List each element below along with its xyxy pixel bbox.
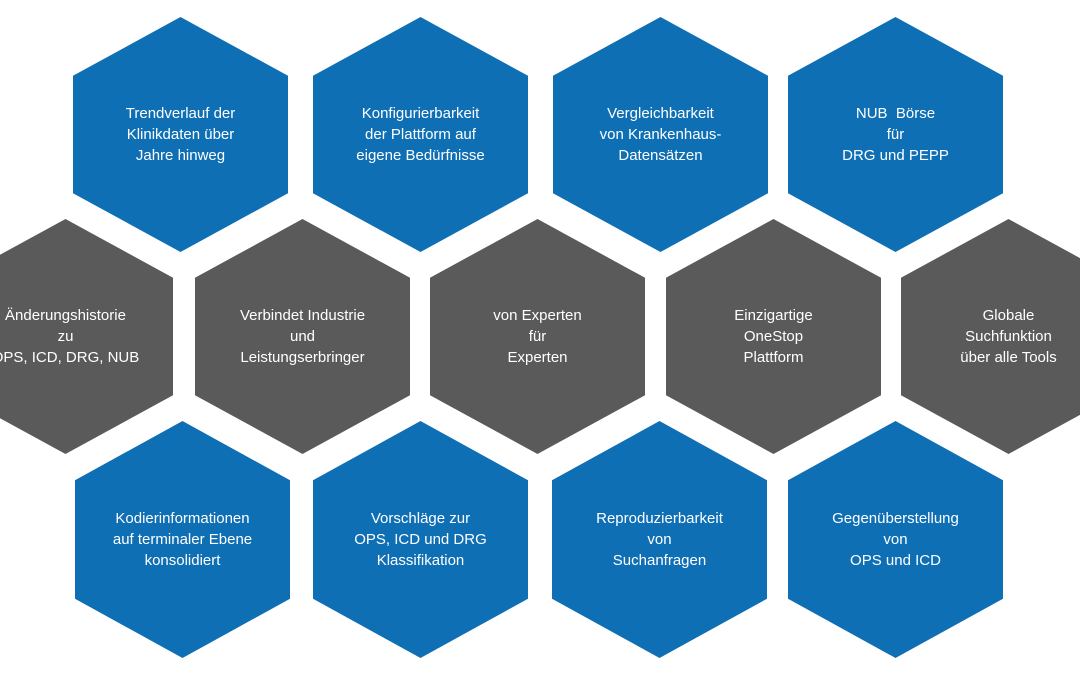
hexagon-label: Reproduzierbarkeit von Suchanfragen xyxy=(596,510,723,569)
hexagon-label: Änderungshistorie zu OPS, ICD, DRG, NUB xyxy=(0,307,140,366)
hexagon-label: Vergleichbarkeit von Krankenhaus- Datens… xyxy=(599,105,722,164)
hexagon-vergleichbarkeit: Vergleichbarkeit von Krankenhaus- Datens… xyxy=(553,17,768,252)
hexagon-konfigurierbarkeit: Konfigurierbarkeit der Plattform auf eig… xyxy=(313,17,528,252)
hexagon-onestop-plattform: Einzigartige OneStop Plattform xyxy=(666,219,881,454)
hexagon-nub-boerse: NUB Börse für DRG und PEPP xyxy=(788,17,1003,252)
hexagon-aenderungshistorie: Änderungshistorie zu OPS, ICD, DRG, NUB xyxy=(0,219,173,454)
hexagon-verbindet-industrie: Verbindet Industrie und Leistungserbring… xyxy=(195,219,410,454)
hexagon-trendverlauf: Trendverlauf der Klinikdaten über Jahre … xyxy=(73,17,288,252)
hexagon-kodierinformationen: Kodierinformationen auf terminaler Ebene… xyxy=(75,421,290,658)
hexagon-label: Kodierinformationen auf terminaler Ebene… xyxy=(112,510,253,569)
hexagon-vorschlaege: Vorschläge zur OPS, ICD und DRG Klassifi… xyxy=(313,421,528,658)
hexagon-label: Vorschläge zur OPS, ICD und DRG Klassifi… xyxy=(354,510,487,569)
hexagon-globale-suchfunktion: Globale Suchfunktion über alle Tools xyxy=(901,219,1080,454)
hexagon-label: Globale Suchfunktion über alle Tools xyxy=(960,307,1057,366)
hexagon-label: Gegenüberstellung von OPS und ICD xyxy=(832,510,959,569)
hexagon-label: Trendverlauf der Klinikdaten über Jahre … xyxy=(125,105,236,164)
hexagon-reproduzierbarkeit: Reproduzierbarkeit von Suchanfragen xyxy=(552,421,767,658)
hexagon-label: von Experten für Experten xyxy=(493,307,582,366)
hexagon-label: Verbindet Industrie und Leistungserbring… xyxy=(239,307,366,366)
hexagon-label: Konfigurierbarkeit der Plattform auf eig… xyxy=(356,105,485,164)
hexagon-von-experten: von Experten für Experten xyxy=(430,219,645,454)
hexagon-label: NUB Börse für DRG und PEPP xyxy=(842,105,949,164)
hexagon-label: Einzigartige OneStop Plattform xyxy=(734,307,813,366)
hexagon-gegenueberstellung: Gegenüberstellung von OPS und ICD xyxy=(788,421,1003,658)
